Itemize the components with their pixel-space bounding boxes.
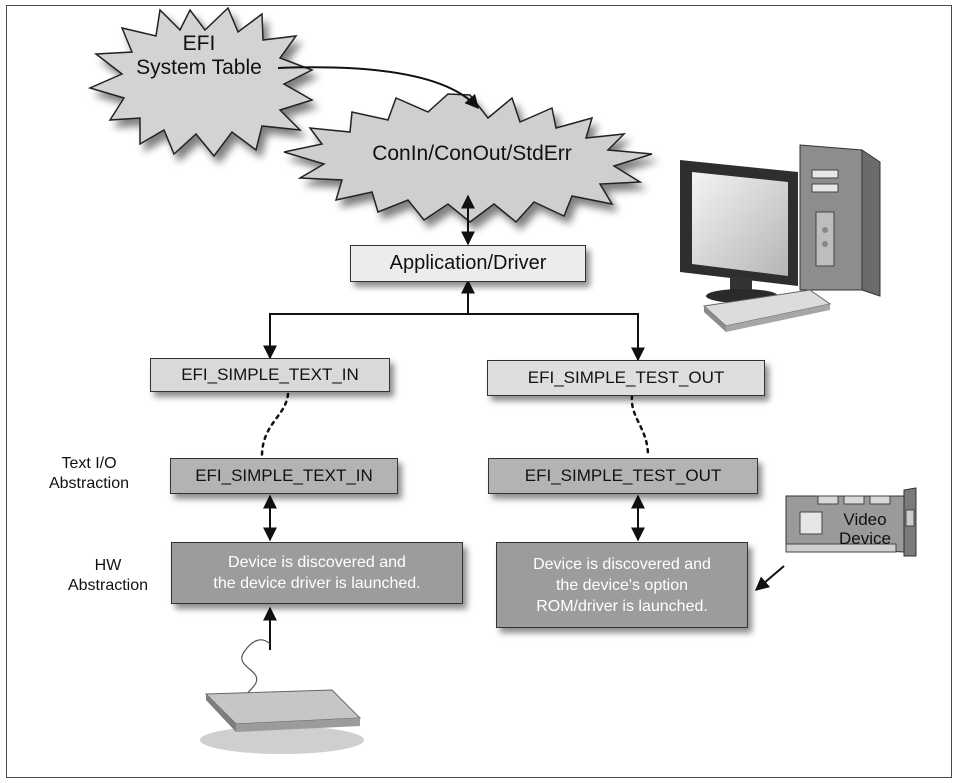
text-out-upper-box: EFI_SIMPLE_TEST_OUT	[487, 360, 765, 396]
system-table-label: EFI System Table	[136, 32, 262, 79]
hw-abstraction-label: HW Abstraction	[67, 557, 149, 594]
system-table-burst	[87, 6, 314, 158]
right-device-box: Device is discovered and the device's op…	[496, 542, 748, 628]
right-dotted-link	[630, 394, 650, 458]
diagram-frame	[6, 5, 952, 778]
keyboard-icon	[200, 639, 364, 754]
text-out-lower-box: EFI_SIMPLE_TEST_OUT	[488, 458, 758, 494]
video-card-arrow	[754, 565, 785, 591]
tree-branch	[269, 313, 639, 356]
text-io-abstraction-label: Text I/O Abstraction	[48, 455, 130, 492]
left-device-box: Device is discovered and the device driv…	[171, 542, 463, 604]
text-in-upper-box: EFI_SIMPLE_TEXT_IN	[150, 358, 390, 392]
video-card-icon	[785, 487, 917, 557]
left-dotted-link	[260, 392, 290, 458]
video-device-label: Video Device	[839, 510, 891, 548]
console-burst	[283, 93, 653, 224]
app-driver-box: Application/Driver	[350, 245, 586, 282]
text-in-lower-box: EFI_SIMPLE_TEXT_IN	[170, 458, 398, 494]
system-table-arrow	[277, 66, 479, 110]
console-burst-label: ConIn/ConOut/StdErr	[372, 142, 572, 165]
desktop-computer-icon	[680, 144, 881, 332]
